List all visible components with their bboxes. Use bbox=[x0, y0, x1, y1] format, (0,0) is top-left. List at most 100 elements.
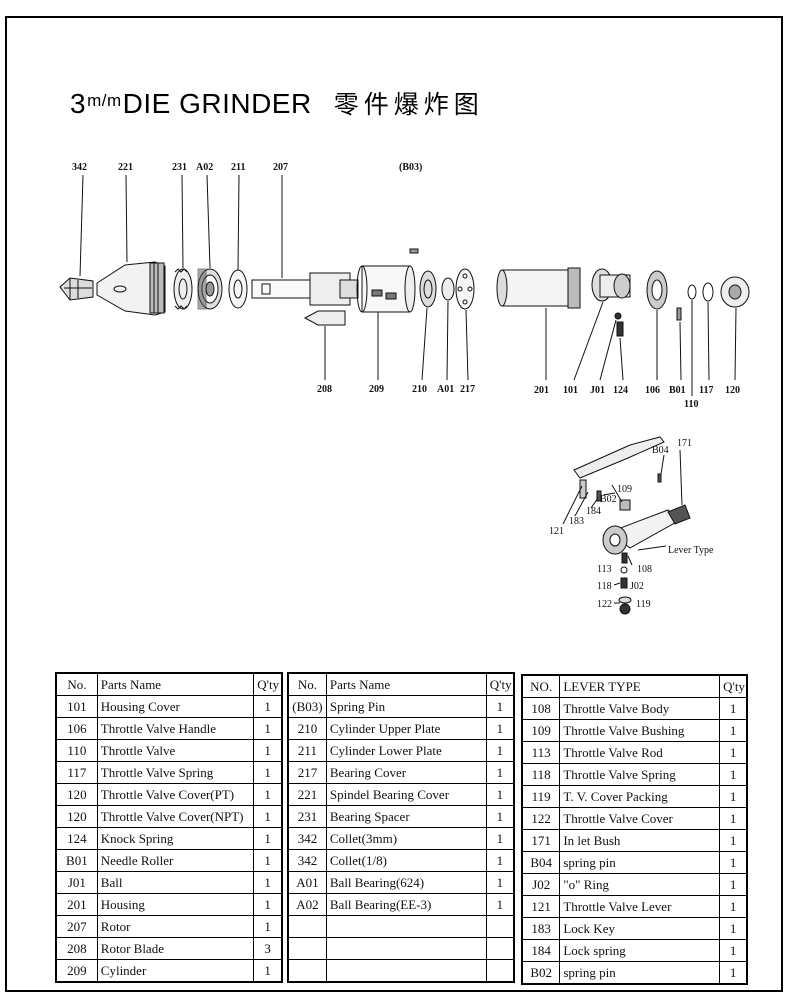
callout-bl-0: 208 bbox=[317, 384, 332, 395]
col-header-name: LEVER TYPE bbox=[559, 674, 721, 698]
cell-no: 217 bbox=[287, 761, 327, 784]
cell-qty bbox=[485, 959, 515, 983]
cell-qty: 1 bbox=[253, 915, 283, 938]
callout-top-5: 207 bbox=[273, 162, 288, 173]
cell-name: T. V. Cover Packing bbox=[559, 785, 721, 808]
cell-no: 108 bbox=[521, 697, 561, 720]
cell-no: (B03) bbox=[287, 695, 327, 718]
cell-name: Throttle Valve Cover bbox=[559, 807, 721, 830]
cell-name: Collet(3mm) bbox=[325, 827, 487, 850]
callout-top-4: 211 bbox=[231, 162, 245, 173]
callout-bl-2: 210 bbox=[412, 384, 427, 395]
cell-no: 207 bbox=[55, 915, 98, 938]
cell-qty: 1 bbox=[485, 871, 515, 894]
callout-br-4: 106 bbox=[645, 385, 660, 396]
cell-qty: 1 bbox=[253, 849, 283, 872]
callout-bl-4: 217 bbox=[460, 384, 475, 395]
cell-name: Throttle Valve Body bbox=[559, 697, 721, 720]
cell-no: B01 bbox=[55, 849, 98, 872]
cell-name: Ball Bearing(624) bbox=[325, 871, 487, 894]
callout-top-2: 231 bbox=[172, 162, 187, 173]
cell-qty: 1 bbox=[485, 893, 515, 916]
callout-lv-8: 113 bbox=[597, 564, 612, 575]
lever-type-label: Lever Type bbox=[668, 545, 714, 556]
cell-name: Throttle Valve Handle bbox=[96, 717, 255, 740]
table-row bbox=[287, 959, 515, 983]
cell-no: B02 bbox=[521, 961, 561, 985]
cell-qty: 1 bbox=[485, 827, 515, 850]
cell-name bbox=[325, 915, 487, 938]
cell-no: 171 bbox=[521, 829, 561, 852]
cell-no: 221 bbox=[287, 783, 327, 806]
knock-spring-124-part bbox=[616, 321, 624, 337]
table-row bbox=[287, 915, 515, 938]
cell-name: Housing Cover bbox=[96, 695, 255, 718]
callout-lv-0: B04 bbox=[652, 445, 669, 456]
cell-name: Rotor Blade bbox=[96, 937, 255, 960]
cell-name: spring pin bbox=[559, 961, 721, 985]
callout-lv-5: 183 bbox=[569, 516, 584, 527]
callout-lv-10: J02 bbox=[630, 581, 644, 592]
cell-no: 120 bbox=[55, 783, 98, 806]
cell-no: 231 bbox=[287, 805, 327, 828]
cell-name: Lock Key bbox=[559, 917, 721, 940]
cell-no: 121 bbox=[521, 895, 561, 918]
cell-qty: 1 bbox=[253, 717, 283, 740]
cell-no bbox=[287, 959, 327, 983]
cell-no: 106 bbox=[55, 717, 98, 740]
cell-qty: 1 bbox=[719, 807, 748, 830]
cylinder-209-part bbox=[356, 265, 416, 313]
cell-qty: 1 bbox=[485, 717, 515, 740]
callout-br-1: 101 bbox=[563, 385, 578, 396]
cell-qty: 3 bbox=[253, 937, 283, 960]
callout-br-0: 201 bbox=[534, 385, 549, 396]
cell-name: Bearing Spacer bbox=[325, 805, 487, 828]
cell-no: B04 bbox=[521, 851, 561, 874]
cell-name: Throttle Valve Rod bbox=[559, 741, 721, 764]
table-header-row: No. Parts Name Q'ty bbox=[287, 672, 515, 696]
cell-qty: 1 bbox=[485, 739, 515, 762]
title-main: DIE GRINDER bbox=[122, 88, 312, 119]
cell-qty: 1 bbox=[253, 827, 283, 850]
table-header-row: No. Parts Name Q'ty bbox=[55, 672, 283, 696]
cell-no: 101 bbox=[55, 695, 98, 718]
table-header-row: NO. LEVER TYPE Q'ty bbox=[521, 674, 748, 698]
lever-assembly bbox=[562, 436, 691, 615]
upper-plate-210-part bbox=[419, 270, 437, 308]
cell-name: Needle Roller bbox=[96, 849, 255, 872]
cell-no: 184 bbox=[521, 939, 561, 962]
col-header-qty: Q'ty bbox=[719, 674, 748, 698]
rotor-blade-208-part bbox=[303, 310, 346, 326]
rotor-207-part bbox=[251, 272, 359, 306]
cell-name: Cylinder Upper Plate bbox=[325, 717, 487, 740]
cell-no: 208 bbox=[55, 937, 98, 960]
cell-name: Housing bbox=[96, 893, 255, 916]
cell-qty: 1 bbox=[485, 761, 515, 784]
cell-no: 118 bbox=[521, 763, 561, 786]
cell-name: Throttle Valve Cover(PT) bbox=[96, 783, 255, 806]
callout-bl-1: 209 bbox=[369, 384, 384, 395]
cell-qty: 1 bbox=[253, 871, 283, 894]
cell-no: 211 bbox=[287, 739, 327, 762]
callout-top-1: 221 bbox=[118, 162, 133, 173]
cell-no: 113 bbox=[521, 741, 561, 764]
